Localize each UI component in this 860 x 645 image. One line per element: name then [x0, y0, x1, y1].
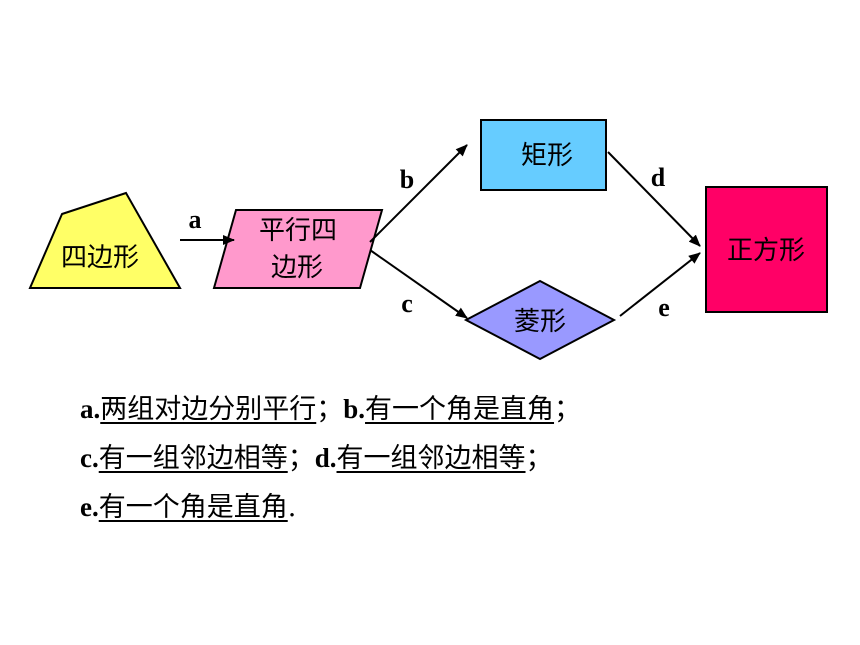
- edge-label-e: e: [658, 293, 670, 322]
- rhombus-shape: [463, 279, 617, 361]
- quadrilateral-shape: [28, 191, 182, 289]
- legend-key-e: e.: [80, 492, 99, 522]
- legend-end-period: .: [287, 492, 297, 523]
- legend-separator: ；: [525, 443, 553, 474]
- quadrilateral-label: 四边形: [61, 243, 139, 273]
- square-label: 正方形: [727, 236, 805, 266]
- rectangle-shape: [480, 119, 607, 191]
- legend-key-c: c.: [80, 443, 99, 473]
- legend-condition-a: 两组对边分别平行: [100, 394, 317, 425]
- legend-key-d: d.: [314, 443, 337, 473]
- parallelogram-shape: [212, 209, 384, 289]
- legend-separator: ；: [316, 394, 344, 425]
- legend-line-2: c.有一组邻边相等；d.有一组邻边相等；: [80, 434, 840, 483]
- arrow-d: [607, 151, 701, 247]
- legend-condition-b: 有一个角是直角: [365, 394, 555, 425]
- edge-label-a: a: [189, 205, 202, 234]
- arrow-b: [369, 144, 468, 243]
- edge-label-d: d: [651, 163, 666, 192]
- edge-label-c: c: [401, 289, 413, 318]
- legend-separator: ；: [287, 443, 315, 474]
- parallelogram-label-line1: 平行四: [259, 216, 337, 246]
- legend-condition-e: 有一个角是直角: [98, 492, 288, 523]
- arrow-c: [369, 249, 468, 319]
- legend-condition-d: 有一组邻边相等: [336, 443, 526, 474]
- legend-line-1: a.两组对边分别平行；b.有一个角是直角；: [80, 385, 840, 434]
- square-shape: [705, 186, 828, 313]
- legend-condition-c: 有一组邻边相等: [98, 443, 288, 474]
- parallelogram-label-line2: 边形: [271, 253, 323, 283]
- legend-separator: ；: [554, 394, 582, 425]
- legend-key-b: b.: [343, 394, 366, 424]
- legend-line-3: e.有一个角是直角.: [80, 483, 840, 532]
- edge-label-b: b: [400, 165, 414, 194]
- arrow-e: [619, 252, 701, 317]
- rhombus-label: 菱形: [514, 307, 566, 337]
- legend-key-a: a.: [80, 394, 101, 424]
- conditions-legend: a.两组对边分别平行；b.有一个角是直角； c.有一组邻边相等；d.有一组邻边相…: [80, 385, 840, 532]
- rectangle-label: 矩形: [521, 141, 573, 171]
